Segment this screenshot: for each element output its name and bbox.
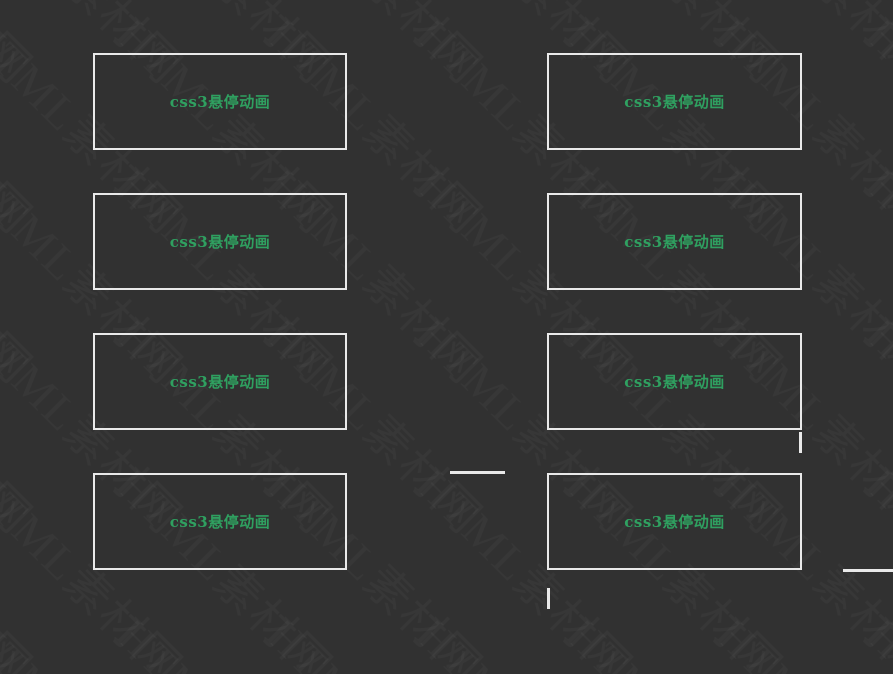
hover-box-8[interactable]: css3悬停动画 [547, 473, 802, 570]
hover-box-label: css3悬停动画 [169, 373, 271, 391]
stray-horizontal-line-center [450, 471, 505, 474]
hover-box-3[interactable]: css3悬停动画 [93, 193, 347, 290]
stray-vertical-line-lower [547, 588, 550, 609]
hover-box-6[interactable]: css3悬停动画 [547, 333, 802, 430]
hover-box-2[interactable]: css3悬停动画 [547, 53, 802, 150]
hover-box-label: css3悬停动画 [624, 93, 725, 111]
hover-box-label: css3悬停动画 [169, 233, 271, 251]
hover-box-1[interactable]: css3悬停动画 [93, 53, 347, 150]
hover-box-5[interactable]: css3悬停动画 [93, 333, 347, 430]
hover-box-7[interactable]: css3悬停动画 [93, 473, 347, 570]
hover-box-4[interactable]: css3悬停动画 [547, 193, 802, 290]
hover-box-label: css3悬停动画 [624, 233, 725, 251]
stray-vertical-line-right [799, 432, 802, 453]
hover-box-label: css3悬停动画 [169, 93, 271, 111]
hover-box-label: css3悬停动画 [624, 513, 725, 531]
stray-horizontal-line-right [843, 569, 893, 572]
hover-box-label: css3悬停动画 [624, 373, 725, 391]
hover-box-label: css3悬停动画 [169, 513, 271, 531]
